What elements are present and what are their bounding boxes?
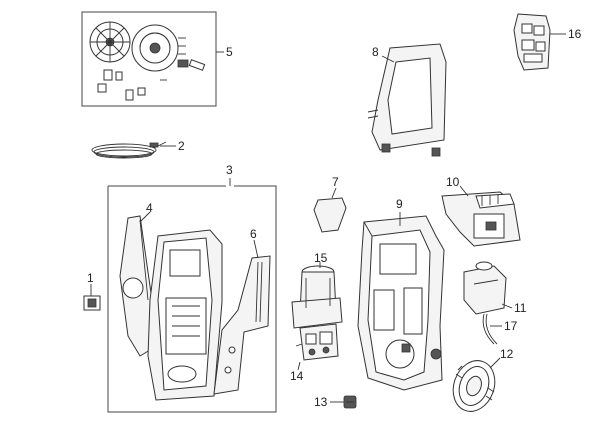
leader-4 [139, 211, 151, 223]
clip-part [83, 295, 101, 311]
group-box-3 [107, 185, 277, 413]
handle-frame [367, 43, 447, 157]
left-side-panel [119, 215, 153, 357]
detergent-tank [463, 261, 507, 315]
label-sheet [513, 13, 551, 71]
callout-7: 7 [332, 175, 339, 189]
group-box-5 [81, 11, 217, 107]
callout-6: 6 [250, 227, 257, 241]
callout-3: 3 [226, 163, 233, 177]
detergent-tube [482, 313, 498, 345]
wheel [452, 360, 496, 412]
callout-14: 14 [290, 369, 304, 383]
callout-10: 10 [446, 175, 460, 189]
callout-8: 8 [372, 45, 379, 59]
callout-11: 11 [514, 301, 527, 315]
pump-head [295, 323, 339, 361]
callout-15: 15 [314, 251, 328, 265]
callout-4: 4 [146, 201, 153, 215]
callout-9: 9 [396, 197, 403, 211]
screw [343, 395, 357, 409]
callout-1: 1 [87, 271, 94, 285]
main-housing [147, 229, 223, 401]
hose-reel-parts [89, 21, 206, 101]
leader-7 [331, 187, 337, 199]
callout-5: 5 [226, 45, 233, 59]
callout-12: 12 [500, 347, 514, 361]
leader-11 [501, 303, 513, 309]
small-cover [313, 197, 347, 233]
motor-pump [291, 265, 343, 329]
callout-2: 2 [178, 139, 185, 153]
callout-13: 13 [314, 395, 328, 409]
top-tray [441, 191, 521, 247]
leader-12 [489, 357, 501, 369]
right-side-panel [213, 255, 271, 395]
leader-10 [459, 185, 469, 197]
leader-14 [297, 361, 301, 371]
leader-6 [253, 239, 259, 259]
callout-16: 16 [568, 27, 582, 41]
coiled-hose [91, 141, 167, 159]
callout-17: 17 [504, 319, 518, 333]
leader-8 [381, 55, 395, 63]
main-body-frame [357, 215, 445, 391]
